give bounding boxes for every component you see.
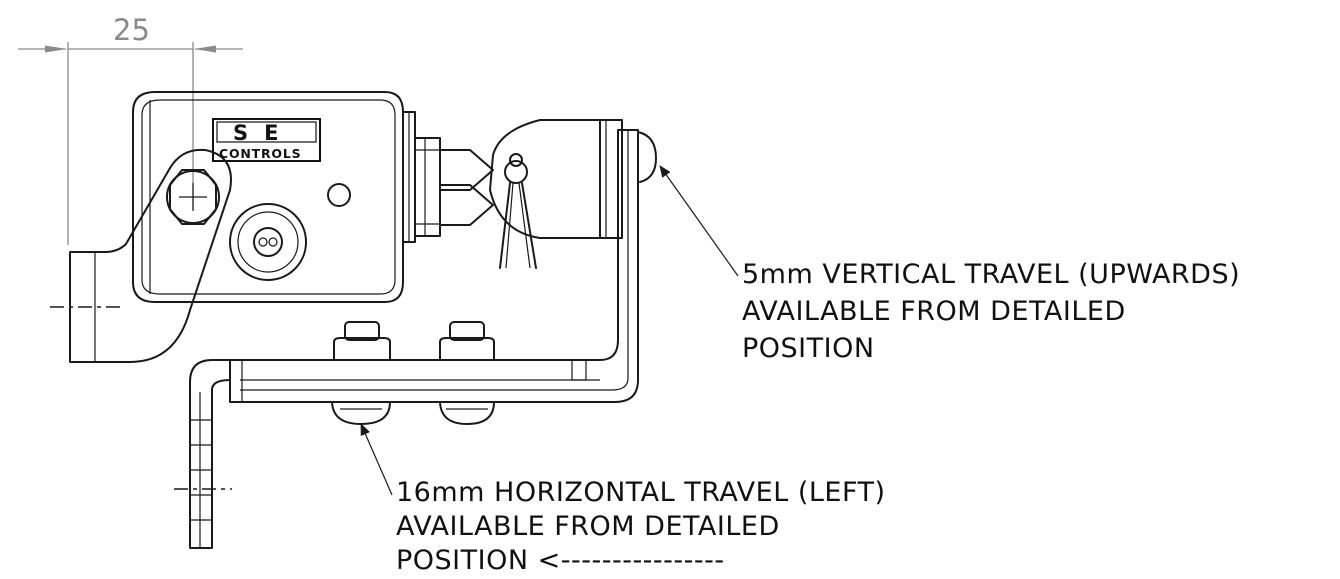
vertical-note-line3: POSITION (742, 333, 875, 364)
horizontal-travel-note: 16mm HORIZONTAL TRAVEL (LEFT) AVAILABLE … (396, 477, 886, 576)
se-controls-logo: SE CONTROLS (212, 118, 321, 162)
indicator-hole (327, 183, 351, 207)
logo-top-text: SE (233, 121, 294, 145)
vertical-travel-leader (659, 165, 739, 277)
centre-lines (50, 306, 232, 490)
horizontal-note-line3: POSITION <---------------- (396, 545, 725, 576)
cable-gland (229, 203, 307, 281)
roller-actuator (414, 119, 657, 269)
horizontal-note-line2: AVAILABLE FROM DETAILED (396, 511, 780, 542)
dimension-25: 25 (18, 13, 243, 245)
vertical-note-line2: AVAILABLE FROM DETAILED (742, 296, 1126, 327)
controller-body (132, 91, 416, 303)
logo-bottom-text: CONTROLS (219, 146, 301, 161)
lever-arm (69, 148, 232, 363)
vertical-travel-note: 5mm VERTICAL TRAVEL (UPWARDS) AVAILABLE … (742, 259, 1240, 364)
horizontal-note-line1: 16mm HORIZONTAL TRAVEL (LEFT) (396, 477, 886, 508)
mounting-bracket (229, 129, 639, 403)
dimension-value: 25 (113, 13, 150, 47)
horizontal-travel-leader (360, 423, 393, 496)
bracket-tab (189, 359, 231, 549)
vertical-note-line1: 5mm VERTICAL TRAVEL (UPWARDS) (742, 259, 1240, 290)
mounting-screws (331, 321, 495, 425)
